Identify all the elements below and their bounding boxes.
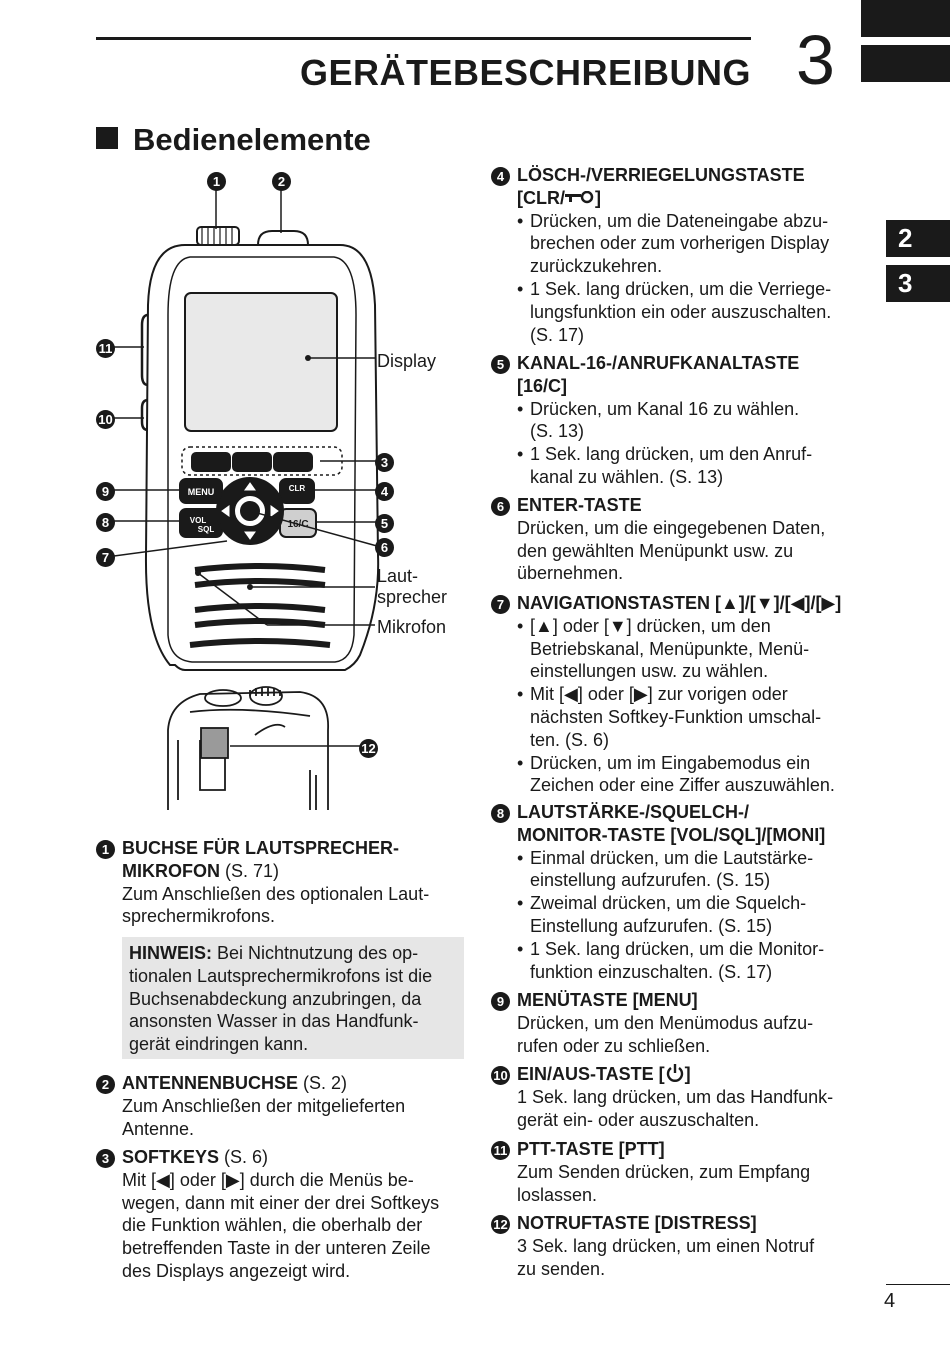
sql-key-label: SQL — [198, 525, 215, 534]
callout-6: 6 — [375, 537, 394, 557]
callout-11: 11 — [96, 338, 115, 358]
antenna-jack — [257, 230, 309, 246]
label-speaker-line2: sprecher — [377, 587, 448, 607]
page-number: 4 — [884, 1290, 896, 1312]
callout-3: 3 — [375, 452, 394, 472]
label-display: Display — [377, 351, 437, 371]
distress-button — [200, 727, 229, 759]
callout-2: 2 — [272, 171, 291, 191]
callout-8: 8 — [96, 512, 115, 532]
clr-key — [279, 478, 315, 504]
display-screen — [184, 292, 338, 432]
square-bullet-icon — [96, 127, 118, 149]
radio-top-figure — [167, 686, 360, 810]
header-tab-block — [861, 0, 950, 37]
clr-key-label: CLR — [289, 484, 306, 493]
callout-9: 9 — [96, 481, 115, 501]
chapter-title: GERÄTEBESCHREIBUNG — [299, 52, 751, 93]
section-title: Bedienelemente — [96, 122, 371, 158]
callout-10: 10 — [96, 409, 115, 429]
chapter-number: 3 — [796, 21, 835, 99]
side-tab-2[interactable]: 2 — [886, 220, 950, 257]
callout-7: 7 — [96, 547, 115, 567]
header-tab-block — [861, 45, 950, 82]
power-side-button — [140, 398, 149, 432]
callout-4: 4 — [375, 481, 394, 501]
label-mic: Mikrofon — [377, 617, 447, 637]
radio-figure: MENU CLR VOL SQL 16/C — [113, 189, 380, 671]
header-rule — [96, 37, 751, 40]
callout-12: 12 — [359, 738, 378, 758]
key-lock-icon — [565, 190, 594, 204]
ptt-side-button — [140, 313, 149, 387]
callout-1: 1 — [207, 171, 226, 191]
side-tab-3[interactable]: 3 — [886, 265, 950, 302]
label-speaker-line1: Laut- — [377, 566, 419, 586]
menu-key — [179, 478, 223, 504]
footer-rule — [886, 1284, 950, 1285]
vol-key-label: VOL — [190, 516, 207, 525]
volume-knob — [196, 226, 240, 246]
callout-5: 5 — [375, 513, 394, 533]
note-box: HINWEIS: Bei Nichtnutzung des op- tional… — [122, 937, 464, 1059]
menu-key-label: MENU — [188, 487, 215, 497]
power-icon — [666, 1064, 683, 1082]
